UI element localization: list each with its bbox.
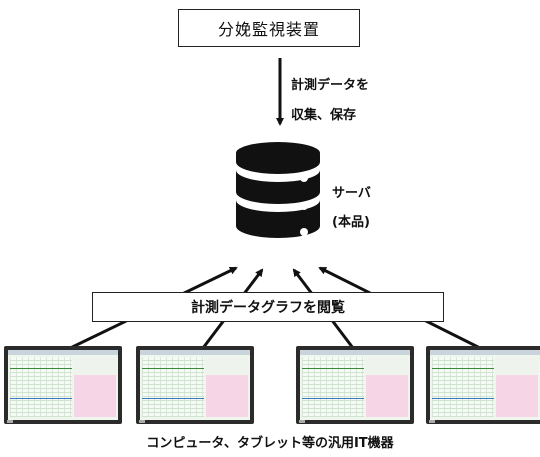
monitor-screen — [430, 350, 540, 420]
server-sublabel: (本品) — [332, 215, 370, 230]
collect-label-line1: 計測データを — [291, 78, 370, 93]
monitor-screen — [300, 350, 410, 420]
view-graph-box: 計測データグラフを閲覧 — [92, 292, 444, 322]
devices-caption: コンピュータ、タブレット等の汎用IT機器 — [146, 436, 394, 451]
monitor-icon — [4, 346, 122, 428]
server-label: サーバ — [332, 186, 371, 201]
monitor-screen — [8, 350, 118, 420]
monitor-icon — [136, 346, 254, 428]
monitor-screen — [140, 350, 250, 420]
collect-label-line2: 収集、保存 — [291, 108, 357, 123]
delivery-monitor-box: 分娩監視装置 — [178, 9, 360, 47]
server-database-icon — [236, 142, 320, 238]
monitor-icon — [296, 346, 414, 428]
monitor-icon — [426, 346, 540, 428]
